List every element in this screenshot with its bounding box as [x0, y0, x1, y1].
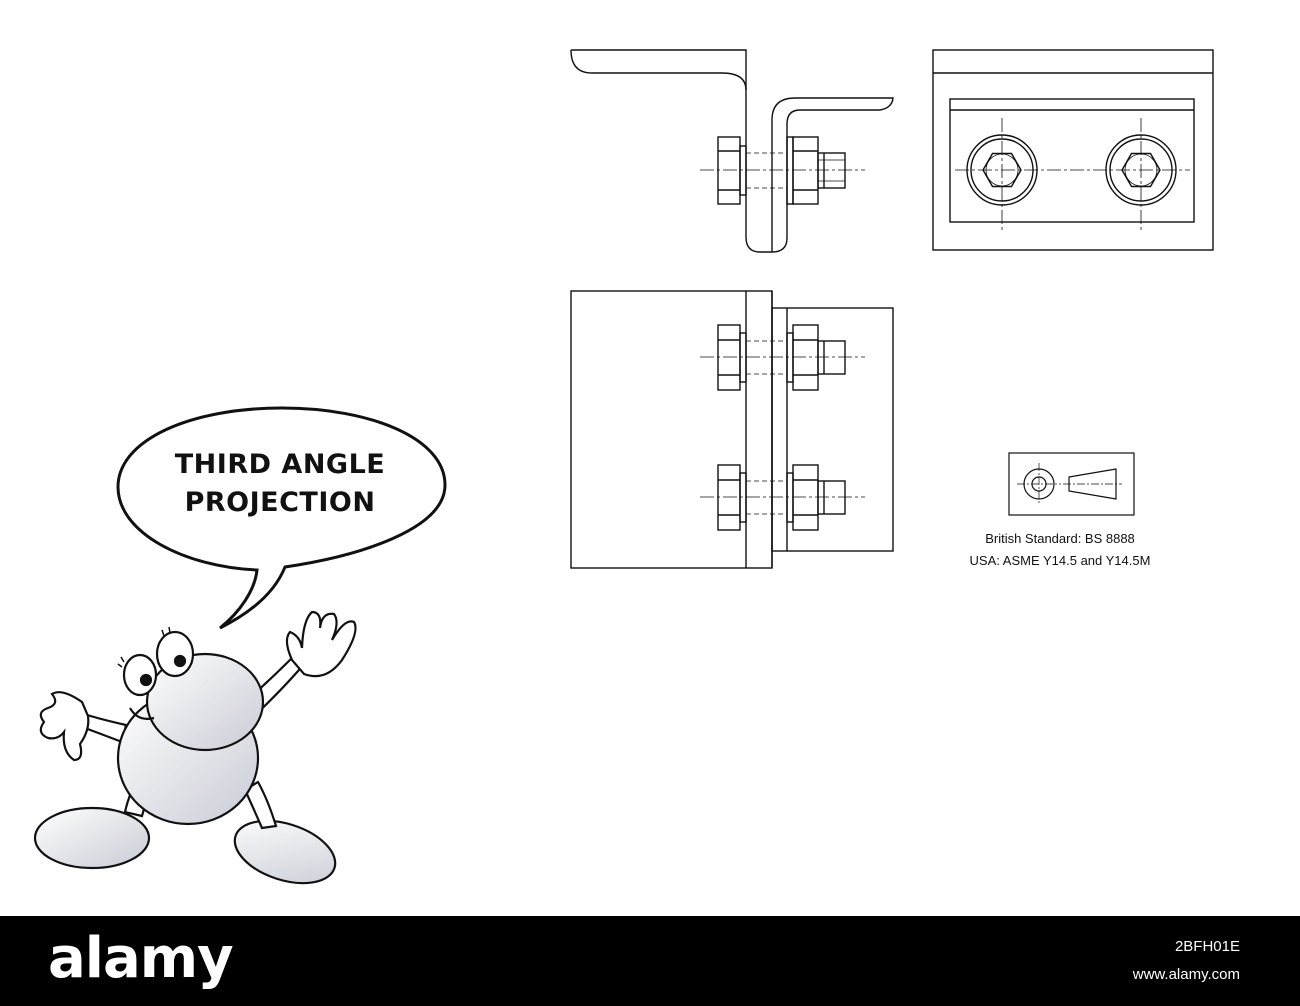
footer-bar: alamy 2BFH01E www.alamy.com [0, 916, 1300, 1006]
drawing-canvas [33, 49, 1214, 885]
speech-bubble-text: THIRD ANGLE PROJECTION [120, 446, 440, 522]
speech-line-1: THIRD ANGLE [174, 449, 386, 480]
usa-standard-label: USA: ASME Y14.5 and Y14.5M [969, 553, 1151, 568]
speech-bubble [116, 406, 447, 630]
cartoon-character [33, 610, 357, 885]
image-id: 2BFH01E [1174, 938, 1240, 955]
alamy-logo: alamy [48, 926, 234, 991]
side-elevation-view [570, 49, 894, 253]
end-elevation-view [932, 49, 1214, 251]
footer-url[interactable]: www.alamy.com [1132, 966, 1240, 983]
speech-line-2: PROJECTION [184, 487, 376, 518]
plan-view [570, 290, 894, 569]
british-standard-label: British Standard: BS 8888 [985, 531, 1135, 546]
third-angle-projection-symbol [1008, 452, 1135, 516]
